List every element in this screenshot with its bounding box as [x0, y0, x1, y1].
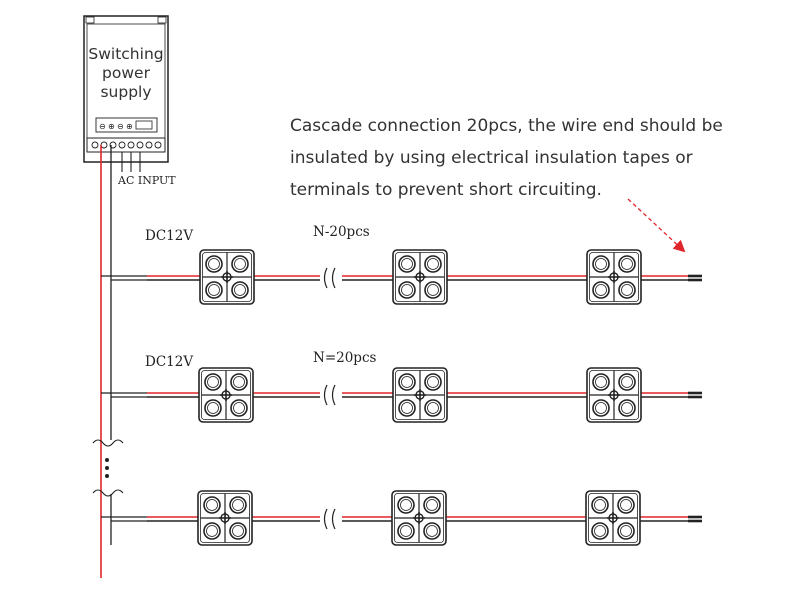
psu-glyph-4: ⊕: [126, 122, 133, 131]
psu-label-line-3: supply: [100, 83, 151, 101]
ac-input-label: AC INPUT: [117, 174, 176, 187]
note-line-2: insulated by using electrical insulation…: [290, 148, 693, 168]
row-1-led-module-3: [586, 249, 642, 305]
psu-label-line-1: Switching: [88, 45, 163, 63]
note-line-3: terminals to prevent short circuiting.: [290, 180, 602, 200]
cascade-note: Cascade connection 20pcs, the wire end s…: [290, 116, 723, 200]
psu-control-glyphs: ⊖ ⊕ ⊖ ⊕: [99, 122, 133, 131]
psu-control-panel: [95, 117, 158, 133]
row-2-voltage-label: DC12V: [145, 354, 193, 370]
psu-terminal-strip: [86, 137, 166, 153]
power-supply: Switching power supply ⊖ ⊕ ⊖ ⊕ AC INPUT: [83, 15, 176, 187]
row-1-count-label: N-20pcs: [313, 224, 370, 240]
row-1-led-module-1: [199, 249, 255, 305]
row-1-led-module-2: [392, 249, 448, 305]
row-3-led-module-2: [391, 490, 447, 546]
led-row-1: DC12V N-20pcs: [101, 224, 702, 305]
psu-label-line-2: power: [102, 64, 151, 82]
row-2-led-module-1: [198, 367, 254, 423]
wire-end-arrow: [627, 198, 686, 253]
led-row-2: DC12V N=20pcs: [101, 350, 702, 423]
dc-bus: [92, 145, 124, 578]
row-2-led-module-3: [586, 367, 642, 423]
psu-glyph-3: ⊖: [117, 122, 124, 131]
note-line-1: Cascade connection 20pcs, the wire end s…: [290, 116, 723, 136]
led-row-3: [101, 490, 702, 546]
psu-glyph-1: ⊖: [99, 122, 106, 131]
row-3-led-module-3: [585, 490, 641, 546]
row-2-count-label: N=20pcs: [313, 350, 377, 366]
row-2-led-module-2: [392, 367, 448, 423]
psu-glyph-2: ⊕: [108, 122, 115, 131]
row-1-voltage-label: DC12V: [145, 228, 193, 244]
row-3-led-module-1: [197, 490, 253, 546]
